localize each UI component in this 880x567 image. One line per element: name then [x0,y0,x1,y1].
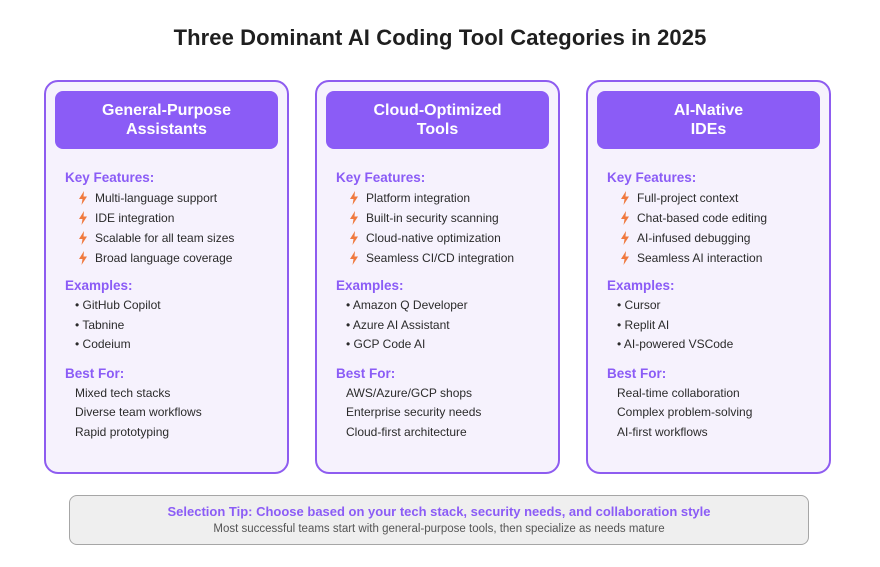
selection-tip-title: Selection Tip: Choose based on your tech… [167,504,711,519]
best-for-list: Real-time collaboration Complex problem-… [607,384,819,443]
card-body: Key Features: Platform integration Built… [336,168,548,442]
examples-heading: Examples: [65,278,133,293]
best-for-item: Rapid prototyping [75,424,170,439]
example-list: • Amazon Q Developer • Azure AI Assistan… [336,296,548,355]
feature-item: Full-project context [607,188,819,208]
card-header: General-Purpose Assistants [55,91,278,149]
lightning-bolt-icon [79,191,87,205]
feature-list: Multi-language support IDE integration S… [65,188,277,268]
feature-item: Scalable for all team sizes [65,228,277,248]
best-for-heading: Best For: [65,365,125,381]
examples-heading: Examples: [336,278,404,293]
example-item: • Azure AI Assistant [346,317,450,332]
lightning-bolt-icon [350,251,358,265]
example-list: • GitHub Copilot • Tabnine • Codeium [65,296,277,355]
lightning-bolt-icon [79,211,87,225]
lightning-bolt-icon [350,211,358,225]
category-card-cloud-optimized: Cloud-Optimized Tools Key Features: Plat… [315,80,560,474]
card-title-line1: Cloud-Optimized [373,102,502,119]
feature-list: Platform integration Built-in security s… [336,188,548,268]
example-list: • Cursor • Replit AI • AI-powered VSCode [607,296,819,355]
best-for-item: AI-first workflows [617,424,708,439]
lightning-bolt-icon [621,231,629,245]
example-item: • GitHub Copilot [75,298,161,312]
feature-item: Seamless AI interaction [607,248,819,268]
lightning-bolt-icon [621,251,629,265]
examples-heading: Examples: [607,278,675,293]
lightning-bolt-icon [350,231,358,245]
category-card-general-purpose: General-Purpose Assistants Key Features:… [44,80,289,474]
example-item: • GCP Code AI [346,337,426,351]
selection-tip-subtitle: Most successful teams start with general… [213,523,665,535]
key-features-heading: Key Features: [607,170,697,185]
best-for-item: Complex problem-solving [617,405,753,419]
lightning-bolt-icon [621,191,629,205]
category-card-ai-native: AI-Native IDEs Key Features: Full-projec… [586,80,831,474]
card-title-line2: IDEs [690,121,727,138]
card-body: Key Features: Multi-language support IDE… [65,168,277,442]
best-for-heading: Best For: [607,365,667,381]
key-features-heading: Key Features: [65,170,155,185]
example-item: • Cursor [617,298,661,312]
feature-item: Seamless CI/CD integration [336,248,548,268]
lightning-bolt-icon [79,251,87,265]
best-for-item: Diverse team workflows [75,405,202,419]
lightning-bolt-icon [621,211,629,225]
feature-item: Built-in security scanning [336,208,548,228]
card-title-line2: Tools [416,121,459,138]
example-item: • AI-powered VSCode [617,337,734,351]
example-item: • Tabnine [75,317,125,332]
feature-item: Broad language coverage [65,248,277,268]
card-header: AI-Native IDEs [597,91,820,149]
feature-list: Full-project context Chat-based code edi… [607,188,819,268]
best-for-list: AWS/Azure/GCP shops Enterprise security … [336,384,548,443]
best-for-item: Enterprise security needs [346,405,482,419]
feature-item: IDE integration [65,208,277,228]
card-title-line2: Assistants [126,121,207,138]
card-body: Key Features: Full-project context Chat-… [607,168,819,442]
example-item: • Codeium [75,337,131,351]
card-header: Cloud-Optimized Tools [326,91,549,149]
card-title-line1: General-Purpose [102,102,231,119]
best-for-heading: Best For: [336,365,396,381]
feature-item: Cloud-native optimization [336,228,548,248]
best-for-item: Real-time collaboration [617,385,740,400]
feature-item: Platform integration [336,188,548,208]
best-for-item: AWS/Azure/GCP shops [346,385,473,400]
best-for-list: Mixed tech stacks Diverse team workflows… [65,384,277,443]
selection-tip-box: Selection Tip: Choose based on your tech… [69,495,809,545]
example-item: • Amazon Q Developer [346,298,468,312]
key-features-heading: Key Features: [336,170,426,185]
lightning-bolt-icon [350,191,358,205]
lightning-bolt-icon [79,231,87,245]
feature-item: Chat-based code editing [607,208,819,228]
feature-item: AI-infused debugging [607,228,819,248]
best-for-item: Cloud-first architecture [346,424,467,439]
best-for-item: Mixed tech stacks [75,385,171,400]
card-title-line1: AI-Native [673,102,744,119]
example-item: • Replit AI [617,317,670,332]
feature-item: Multi-language support [65,188,277,208]
page-title: Three Dominant AI Coding Tool Categories… [173,25,707,50]
